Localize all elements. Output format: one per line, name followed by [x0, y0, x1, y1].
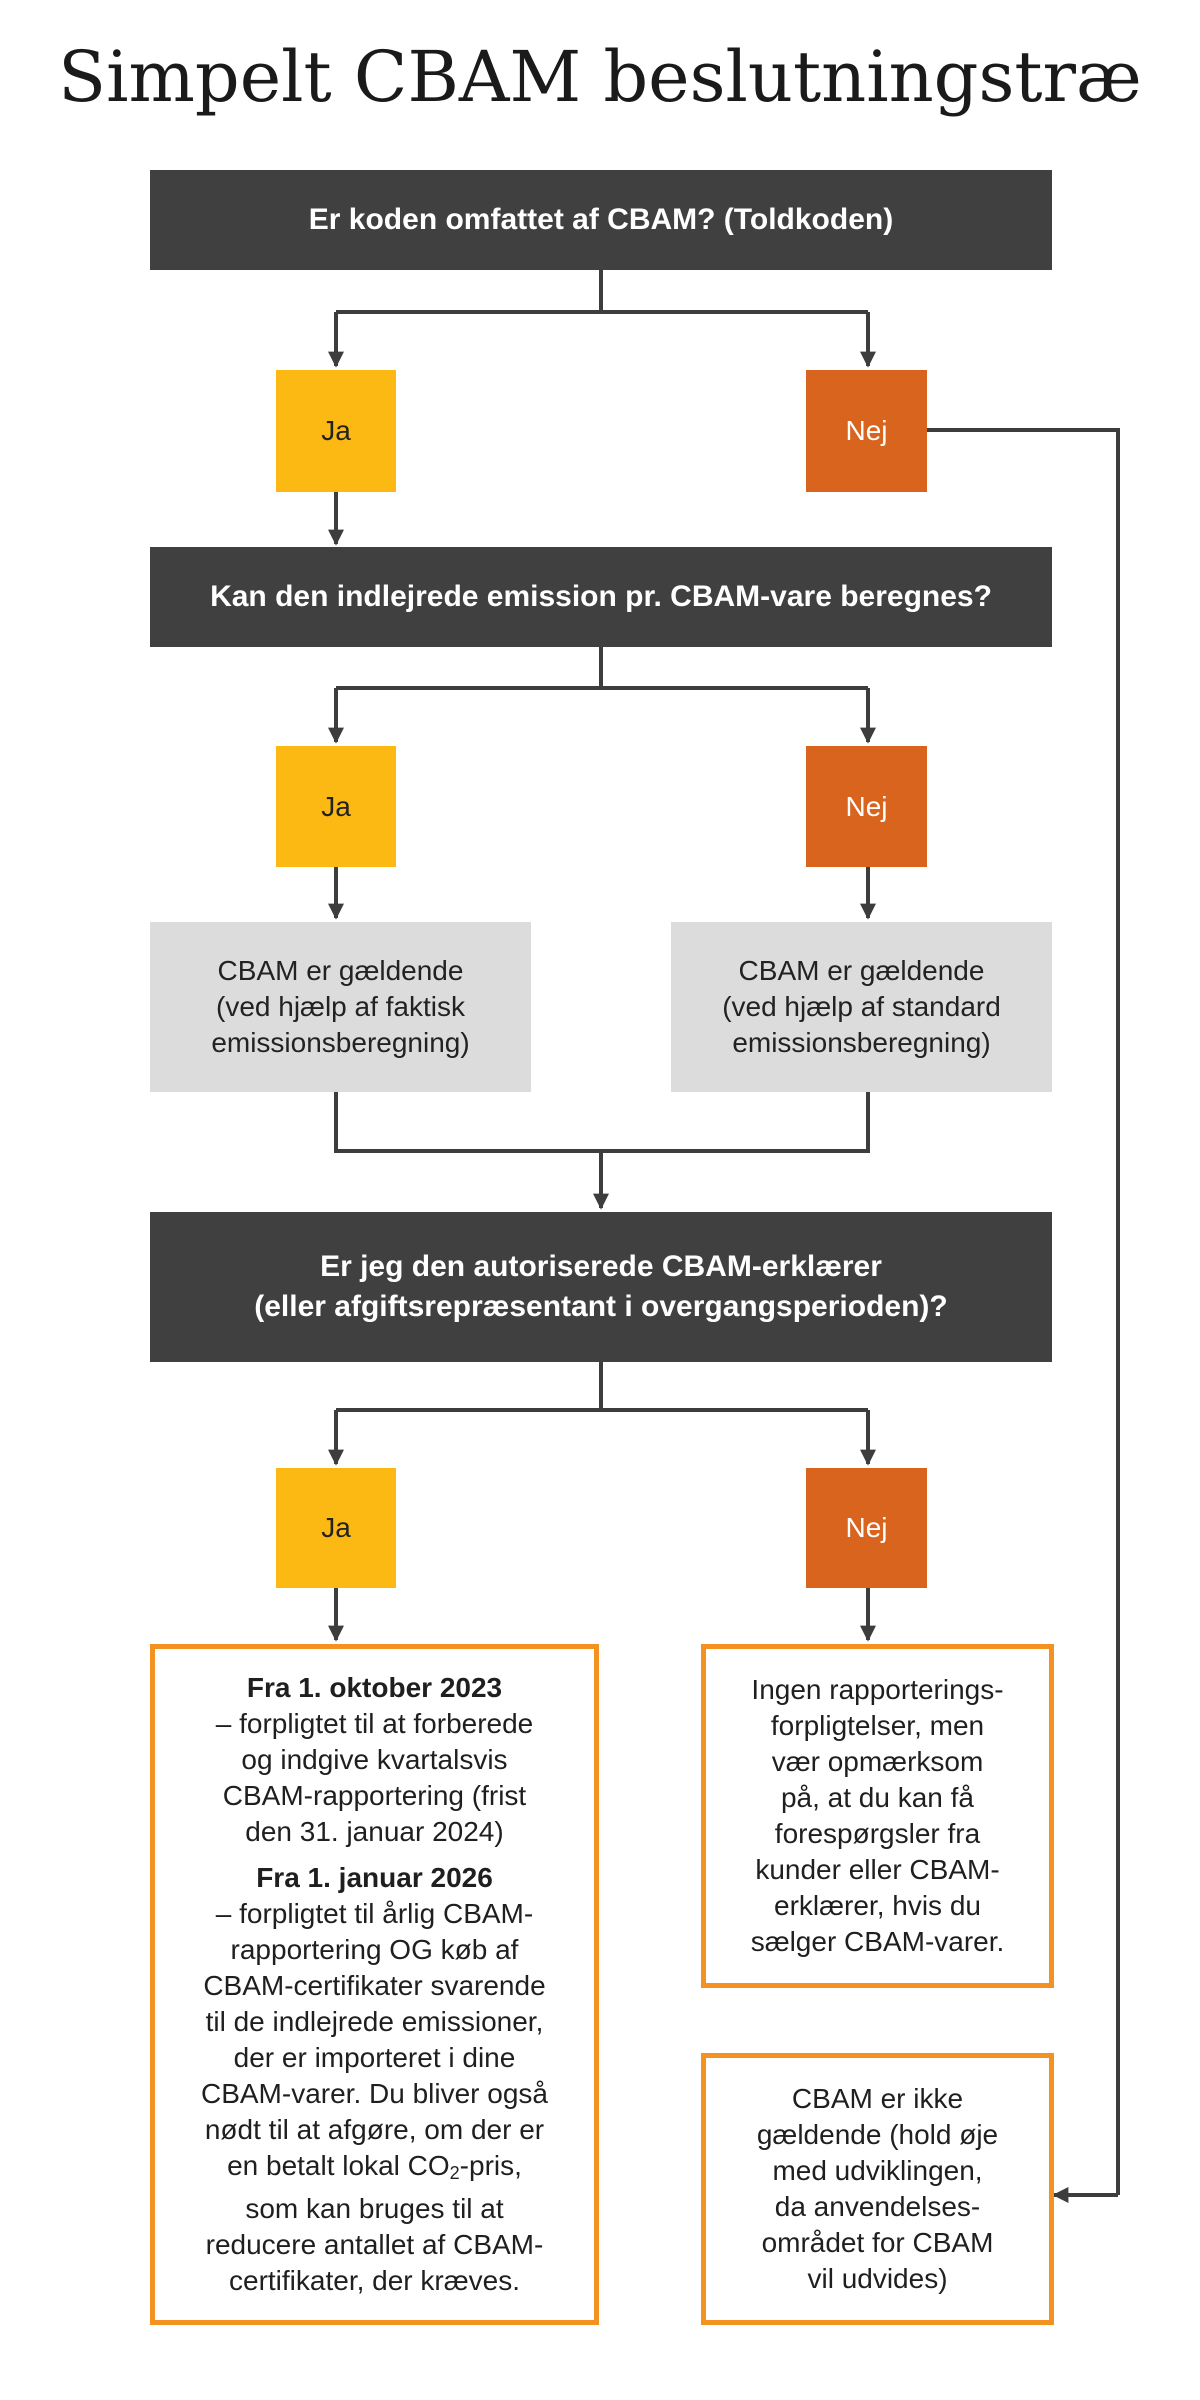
- page-title: Simpelt CBAM beslutningstræ: [58, 36, 1142, 118]
- not-applicable-line-6: vil udvides): [807, 2263, 948, 2294]
- result-actual-line-2: (ved hjælp af faktisk: [216, 991, 465, 1022]
- obligation-2023: Fra 1. oktober 2023 – forpligtet til at …: [216, 1670, 534, 1850]
- question-1-text: Er koden omfattet af CBAM? (Toldkoden): [308, 203, 894, 236]
- no-reporting-line-1: Ingen rapporterings-: [751, 1674, 1004, 1705]
- result-standard-line-3: emissionsberegning): [732, 1027, 991, 1058]
- result-standard-emission: CBAM er gældende (ved hjælp af standard …: [671, 922, 1052, 1092]
- result-standard-line-2: (ved hjælp af standard: [722, 991, 1001, 1022]
- question-3-line-1: Er jeg den autoriserede CBAM-erklærer: [320, 1250, 882, 1283]
- no-reporting-line-7: erklærer, hvis du: [774, 1890, 981, 1921]
- answer-no-2: Nej: [806, 746, 927, 867]
- answer-yes-1-label: Ja: [321, 415, 351, 446]
- result-actual-line-1: CBAM er gældende: [217, 955, 464, 986]
- answer-yes-3-label: Ja: [321, 1512, 351, 1543]
- answer-yes-2: Ja: [276, 746, 396, 867]
- answer-yes-3: Ja: [276, 1468, 396, 1588]
- connector-q3-split: [336, 1362, 868, 1412]
- not-applicable-line-5: området for CBAM: [761, 2227, 994, 2258]
- obligation-2026-line-8: en betalt lokal CO2-pris,: [201, 2148, 548, 2191]
- result-no-reporting: Ingen rapporterings- forpligtelser, men …: [701, 1644, 1054, 1988]
- obligation-2023-line-3: CBAM-rapportering (frist: [222, 1780, 527, 1811]
- obligation-2023-line-1: – forpligtet til at forberede: [215, 1708, 534, 1739]
- no-reporting-line-4: på, at du kan få: [780, 1782, 975, 1813]
- obligation-2026-line-1: – forpligtet til årlig CBAM-: [215, 1898, 534, 1929]
- obligation-2026-line-4: til de indlejrede emissioner,: [205, 2006, 544, 2037]
- no-reporting-line-8: sælger CBAM-varer.: [750, 1926, 1005, 1957]
- obligation-2026-line-8-post: -pris,: [459, 2150, 522, 2181]
- result-not-applicable: CBAM er ikke gældende (hold øje med udvi…: [701, 2053, 1054, 2325]
- obligation-2026-line-7: nødt til at afgøre, om der er: [204, 2114, 545, 2145]
- not-applicable-line-4: da anvendelses-: [774, 2191, 981, 2222]
- result-standard-line-1: CBAM er gældende: [738, 955, 985, 986]
- answer-no-1-label: Nej: [845, 415, 888, 446]
- obligation-2026-line-9: som kan bruges til at: [245, 2193, 504, 2224]
- obligation-2026-line-8-pre: en betalt lokal CO: [227, 2150, 450, 2181]
- obligation-2026-line-3: CBAM-certifikater svarende: [203, 1970, 546, 2001]
- obligation-2026-line-11: certifikater, der kræves.: [229, 2265, 520, 2296]
- not-applicable-line-3: med udviklingen,: [772, 2155, 983, 2186]
- obligation-2023-line-2: og indgive kvartalsvis: [241, 1744, 508, 1775]
- no-reporting-line-6: kunder eller CBAM-: [755, 1854, 1000, 1885]
- answer-no-3: Nej: [806, 1468, 927, 1588]
- obligation-2026-line-10: reducere antallet af CBAM-: [205, 2229, 544, 2260]
- result-declarant-obligations: Fra 1. oktober 2023 – forpligtet til at …: [150, 1644, 599, 2325]
- result-actual-line-3: emissionsberegning): [211, 1027, 470, 1058]
- answer-yes-2-label: Ja: [321, 790, 351, 822]
- answer-no-2-label: Nej: [845, 790, 888, 822]
- co2-subscript: 2: [449, 2163, 460, 2183]
- question-3-line-2: (eller afgiftsrepræsentant i overgangspe…: [254, 1290, 948, 1323]
- obligation-2026: Fra 1. januar 2026 – forpligtet til årli…: [201, 1860, 548, 2299]
- result-actual-emission: CBAM er gældende (ved hjælp af faktisk e…: [150, 922, 531, 1092]
- not-applicable-line-1: CBAM er ikke: [791, 2083, 964, 2114]
- obligation-2026-line-5: der er importeret i dine: [233, 2042, 516, 2073]
- no-reporting-line-3: vær opmærksom: [771, 1746, 984, 1777]
- obligation-2023-line-4: den 31. januar 2024): [245, 1816, 504, 1847]
- connector-q2-split: [336, 647, 868, 690]
- obligation-2026-line-6: CBAM-varer. Du bliver også: [200, 2078, 548, 2109]
- question-2-box: Kan den indlejrede emission pr. CBAM-var…: [150, 547, 1052, 647]
- connector-no1-bypass: [927, 428, 1120, 2195]
- connector-results-merge: [334, 1092, 870, 1153]
- question-1-box: Er koden omfattet af CBAM? (Toldkoden): [150, 170, 1052, 270]
- obligation-2026-heading: Fra 1. januar 2026: [256, 1862, 493, 1893]
- connector-q1-split: [336, 270, 868, 314]
- answer-yes-1: Ja: [276, 370, 396, 492]
- no-reporting-line-2: forpligtelser, men: [770, 1710, 985, 1741]
- not-applicable-line-2: gældende (hold øje: [756, 2119, 999, 2150]
- question-2-text: Kan den indlejrede emission pr. CBAM-var…: [210, 580, 992, 613]
- question-3-box: Er jeg den autoriserede CBAM-erklærer (e…: [150, 1212, 1052, 1362]
- obligation-2026-line-2: rapportering OG køb af: [230, 1934, 519, 1965]
- answer-no-1: Nej: [806, 370, 927, 492]
- answer-no-3-label: Nej: [845, 1512, 888, 1543]
- no-reporting-line-5: forespørgsler fra: [774, 1818, 981, 1849]
- obligation-2023-heading: Fra 1. oktober 2023: [246, 1672, 503, 1703]
